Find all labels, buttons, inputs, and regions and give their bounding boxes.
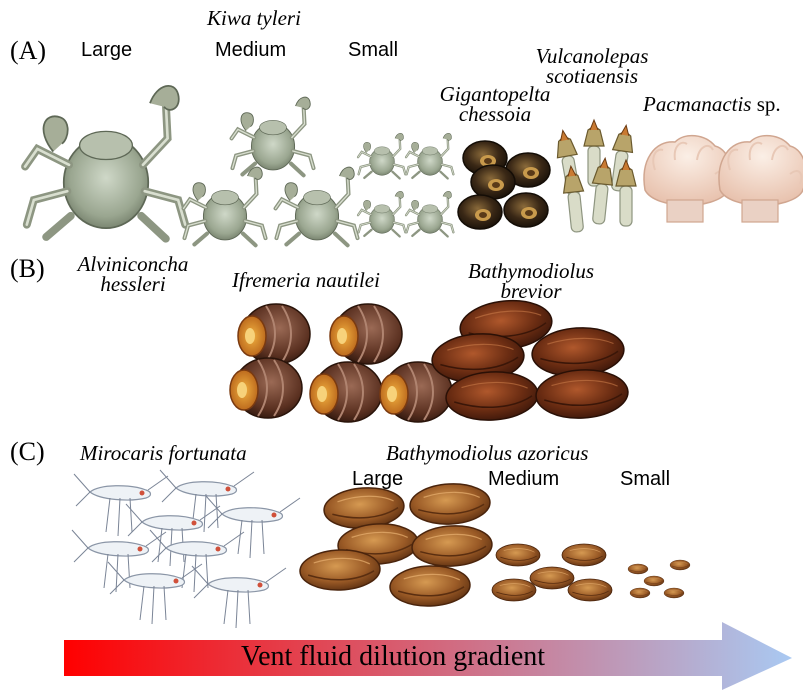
pacmanactis-label: Pacmanactis sp. bbox=[643, 94, 781, 115]
alviniconcha-label-line2: hessleri bbox=[72, 274, 194, 295]
dilution-gradient-label: Vent fluid dilution gradient bbox=[64, 643, 722, 671]
kiwa-species-label: Kiwa tyleri bbox=[207, 8, 301, 29]
azoricus-large-mussels bbox=[299, 482, 493, 607]
pacmanactis-anemones bbox=[644, 136, 803, 222]
azoricus-medium-label: Medium bbox=[488, 469, 559, 489]
panel-c-label: (C) bbox=[10, 439, 45, 465]
gigantopelta-label-line2: chessoia bbox=[432, 104, 558, 125]
azoricus-medium-mussels bbox=[492, 544, 612, 601]
kiwa-small-label: Small bbox=[348, 40, 398, 60]
kiwa-medium-label: Medium bbox=[215, 40, 286, 60]
panel-a-label: (A) bbox=[10, 38, 46, 64]
panel-b-label: (B) bbox=[10, 256, 45, 282]
azoricus-label: Bathymodiolus azoricus bbox=[386, 443, 588, 464]
mirocaris-label: Mirocaris fortunata bbox=[80, 443, 247, 464]
kiwa-small-crabs bbox=[358, 133, 453, 236]
brevior-label-line2: brevior bbox=[466, 281, 596, 302]
azoricus-small-label: Small bbox=[620, 469, 670, 489]
kiwa-large-crab bbox=[25, 86, 185, 239]
pacmanactis-genus: Pacmanactis bbox=[643, 92, 751, 116]
vulcanolepas-label-line2: scotiaensis bbox=[526, 66, 658, 87]
kiwa-medium-crabs bbox=[184, 97, 358, 245]
pacmanactis-suffix: sp. bbox=[757, 92, 781, 116]
azoricus-large-label: Large bbox=[352, 469, 403, 489]
bathymodiolus-brevior-mussels bbox=[430, 296, 629, 422]
ifremeria-snails bbox=[230, 304, 452, 422]
gigantopelta-limpets bbox=[458, 141, 550, 229]
vulcanolepas-barnacles bbox=[553, 120, 636, 233]
azoricus-small-mussels bbox=[628, 560, 690, 598]
ifremeria-label: Ifremeria nautilei bbox=[232, 270, 380, 291]
mirocaris-shrimps bbox=[72, 470, 300, 628]
kiwa-large-label: Large bbox=[81, 40, 132, 60]
